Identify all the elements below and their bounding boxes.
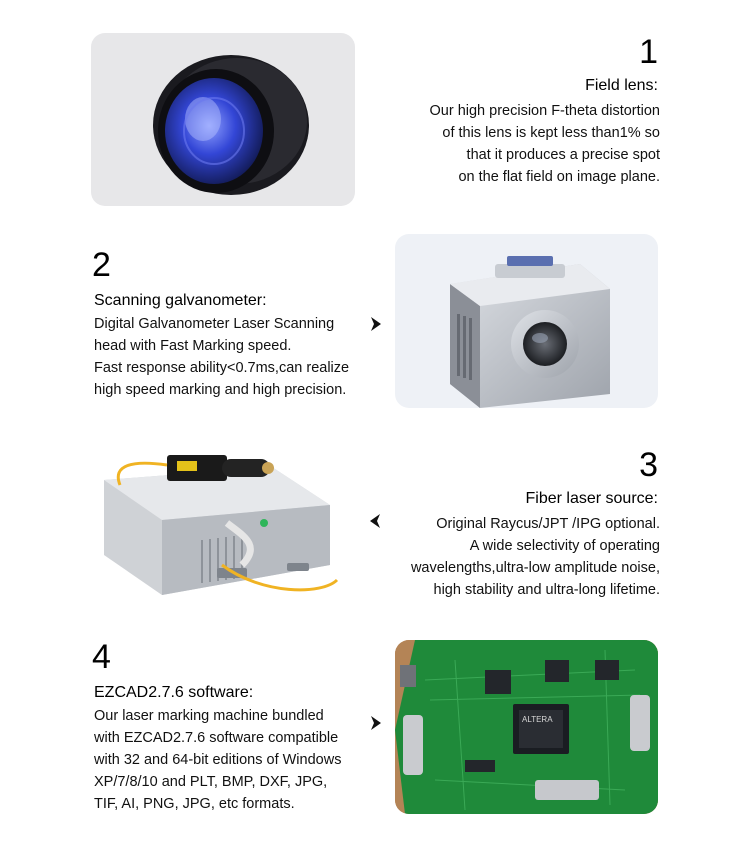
section-number: 3 (639, 446, 658, 484)
section-title: EZCAD2.7.6 software: (94, 684, 254, 701)
section-description: Original Raycus/JPT /IPG optional. A wid… (411, 513, 660, 601)
fiber-laser-source-photo (92, 445, 350, 608)
description-line: XP/7/8/10 and PLT, BMP, DXF, JPG, (94, 774, 328, 790)
field-lens-photo (91, 33, 355, 206)
description-line: with 32 and 64-bit editions of Windows (94, 752, 342, 768)
description-line: high speed marking and high precision. (94, 382, 347, 398)
description-line: Our high precision F-theta distortion (429, 103, 661, 119)
section-number: 2 (92, 246, 111, 284)
section-description: Our laser marking machine bundled with E… (94, 705, 341, 815)
description-line: Digital Galvanometer Laser Scanning (94, 316, 335, 332)
control-board-photo: ALTERA (395, 640, 658, 814)
section-title: Field lens: (585, 77, 658, 94)
section-number: 1 (639, 33, 658, 71)
description-line: A wide selectivity of operating (469, 538, 660, 554)
description-line: on the flat field on image plane. (458, 169, 660, 185)
left-arrow-icon (370, 514, 380, 528)
description-line: TIF, AI, PNG, JPG, etc formats. (94, 796, 295, 812)
description-line: Original Raycus/JPT /IPG optional. (436, 516, 660, 532)
section-description: Our high precision F-theta distortion of… (430, 100, 661, 188)
right-arrow-icon (371, 317, 381, 331)
description-line: of this lens is kept less than1% so (442, 125, 660, 141)
description-line: high stability and ultra-long lifetime. (433, 582, 660, 598)
chip-label: ALTERA (522, 715, 553, 724)
section-title: Fiber laser source: (525, 490, 659, 507)
description-line: head with Fast Marking speed. (94, 338, 292, 354)
section-number: 4 (92, 638, 111, 676)
description-line: Fast response ability<0.7ms,can realize (94, 360, 350, 376)
right-arrow-icon (371, 716, 381, 730)
section-title: Scanning galvanometer: (94, 292, 267, 309)
section-description: Digital Galvanometer Laser Scanning head… (94, 313, 349, 401)
description-line: wavelengths,ultra-low amplitude noise, (410, 560, 660, 576)
description-line: that it produces a precise spot (466, 147, 660, 163)
galvanometer-head-photo (395, 234, 658, 408)
description-line: Our laser marking machine bundled (94, 708, 324, 724)
description-line: with EZCAD2.7.6 software compatible (94, 730, 339, 746)
